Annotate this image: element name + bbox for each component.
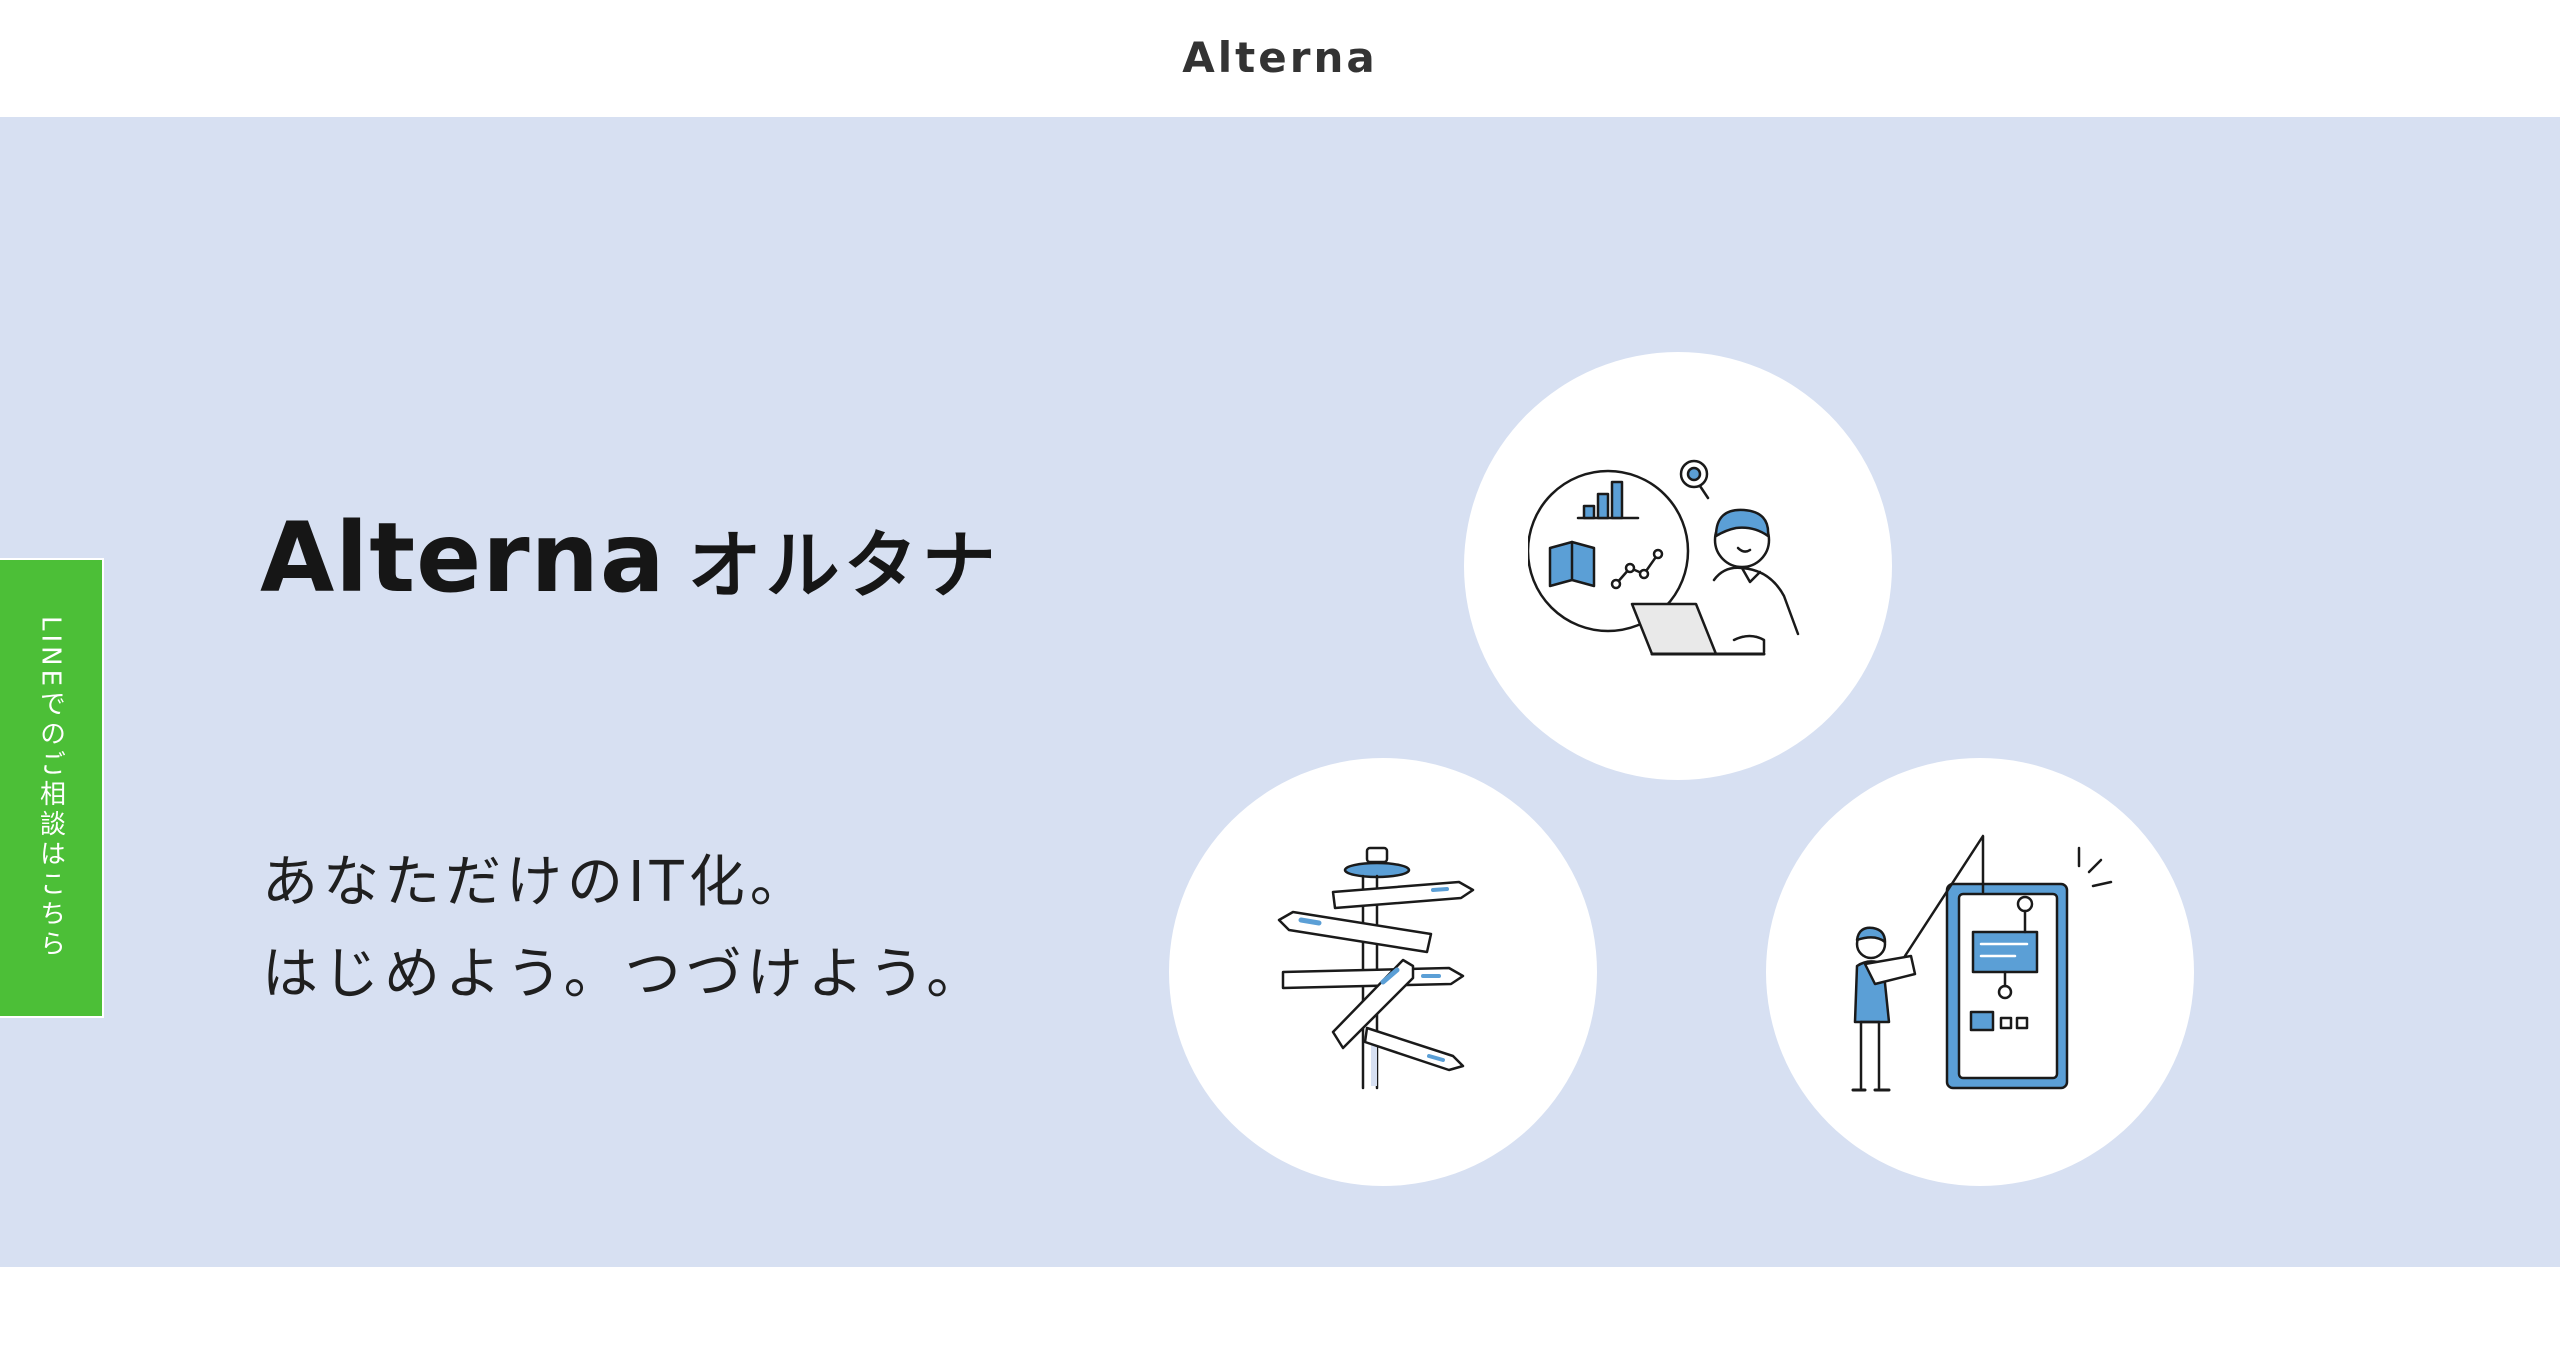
- site-header: Alterna: [0, 0, 2560, 117]
- hero-tagline: あなただけのIT化。 はじめよう。つづけよう。: [262, 837, 987, 1021]
- site-logo[interactable]: Alterna: [1182, 33, 1378, 82]
- line-consultation-label: LINEでのご相談はこちら: [35, 615, 66, 961]
- illustration-circle-signpost: [1169, 758, 1597, 1186]
- illustration-circle-analysis: [1464, 352, 1892, 780]
- hero-title-en: Alterna: [260, 502, 666, 614]
- tagline-line-2: はじめよう。つづけよう。: [262, 942, 988, 1007]
- signpost-directions-illustration: [1277, 846, 1475, 1090]
- line-consultation-tab[interactable]: LINEでのご相談はこちら: [0, 558, 104, 1018]
- person-tablet-app-illustration: [1851, 834, 2113, 1092]
- tagline-line-1: あなただけのIT化。: [262, 850, 811, 915]
- illustration-circle-app: [1766, 758, 2194, 1186]
- hero-title-ja: オルタナ: [687, 523, 1000, 609]
- person-laptop-data-analysis-illustration: [1528, 459, 1800, 656]
